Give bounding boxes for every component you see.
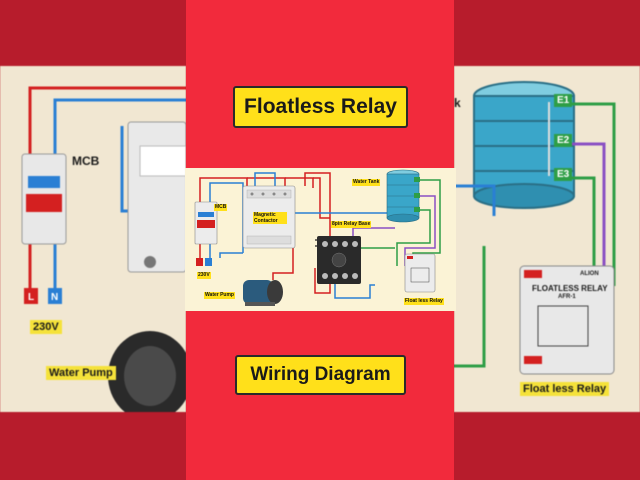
right-relay-model: AFR-1 <box>558 294 576 300</box>
left-zoom-panel: MCB L N 230V Water Pump <box>0 66 186 412</box>
subtitle-banner: Wiring Diagram <box>235 355 406 395</box>
left-voltage-label: 230V <box>30 320 62 334</box>
title-banner: Floatless Relay <box>233 86 408 128</box>
diagram-contactor-label: Magnetic Contactor <box>253 212 287 224</box>
right-tank-label-fragment: k <box>454 96 461 110</box>
right-relay-brand: ALION <box>580 271 599 277</box>
wiring-diagram: MCB Magnetic Contactor Water Tank 8pin R… <box>185 168 456 311</box>
right-zoom-wiring <box>454 81 616 375</box>
left-pump-label: Water Pump <box>46 366 116 380</box>
left-phase-label: L <box>28 292 35 303</box>
diagram-pump-label: Water Pump <box>204 292 235 299</box>
right-relay-name: FLOATLESS RELAY <box>532 284 608 293</box>
right-zoom-panel: k E1 E2 E3 ALION FLOATLESS RELAY AFR-1 F… <box>454 66 640 412</box>
diagram-mcb-label: MCB <box>214 204 228 211</box>
right-e1-label: E1 <box>554 94 573 107</box>
left-mcb-label: MCB <box>72 154 100 168</box>
right-e2-label: E2 <box>554 134 573 147</box>
diagram-tank-label: Water Tank <box>352 179 381 186</box>
diagram-voltage-label: 230V <box>197 272 211 279</box>
left-zoom-wiring <box>21 86 186 412</box>
wiring-diagram-drawing <box>194 169 441 306</box>
right-e3-label: E3 <box>554 168 573 181</box>
diagram-relay-base-label: 8pin Relay Base <box>331 221 372 228</box>
right-relay-label: Float less Relay <box>520 382 610 396</box>
diagram-floatless-relay-label: Float less Relay <box>404 298 444 305</box>
left-neutral-label: N <box>51 292 59 303</box>
